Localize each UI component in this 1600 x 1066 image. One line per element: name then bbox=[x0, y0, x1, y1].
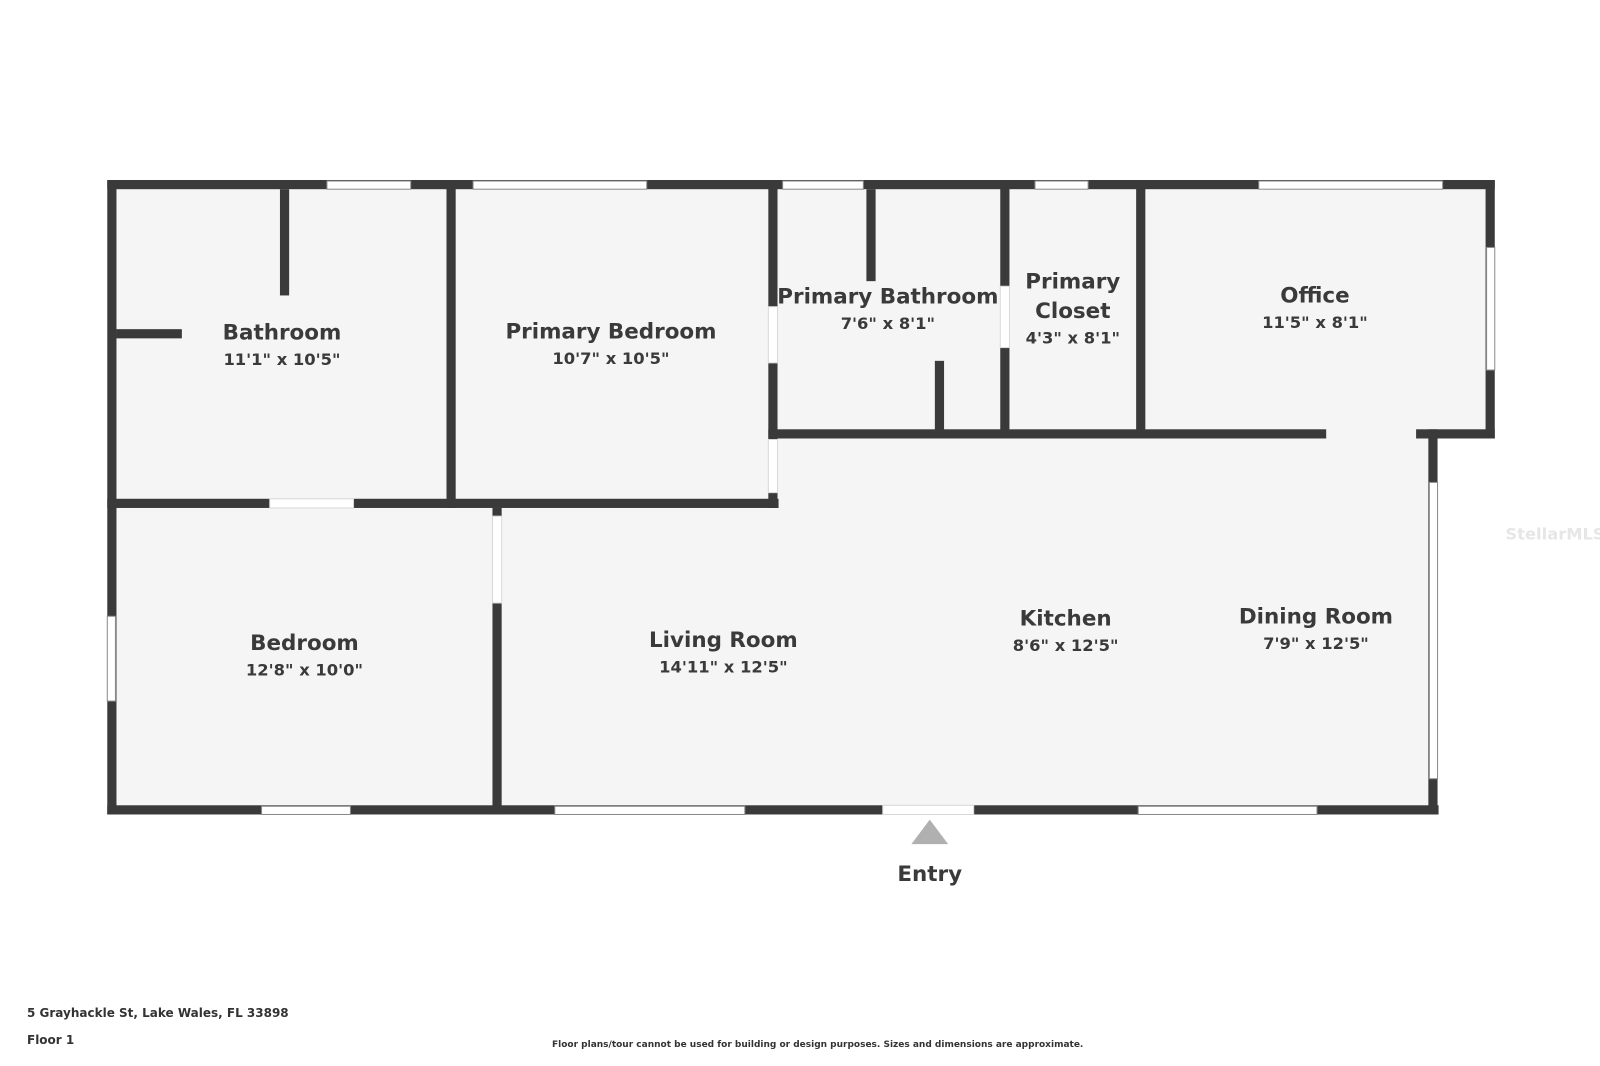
room-name: Bedroom bbox=[250, 631, 359, 656]
floor-label: Floor 1 bbox=[27, 1033, 75, 1047]
room-dimensions: 7'6" x 8'1" bbox=[841, 314, 935, 333]
room-bathroom: Bathroom 11'1" x 10'5" bbox=[223, 320, 342, 369]
room-bedroom: Bedroom 12'8" x 10'0" bbox=[246, 631, 363, 680]
room-dimensions: 7'9" x 12'5" bbox=[1263, 634, 1369, 653]
room-name: Bathroom bbox=[223, 320, 342, 345]
entry-door-opening bbox=[882, 804, 975, 815]
disclaimer: Floor plans/tour cannot be used for buil… bbox=[552, 1040, 1084, 1050]
room-name: Office bbox=[1280, 284, 1349, 309]
room-office: Office 11'5" x 8'1" bbox=[1262, 284, 1368, 333]
door-openings bbox=[269, 285, 1010, 604]
room-dimensions: 11'5" x 8'1" bbox=[1262, 313, 1368, 332]
room-dining-room: Dining Room 7'9" x 12'5" bbox=[1239, 604, 1393, 653]
floor-area bbox=[112, 184, 1492, 811]
room-name: Primary Bathroom bbox=[777, 285, 998, 310]
entry-arrow-icon bbox=[911, 819, 949, 845]
room-primary-bedroom: Primary Bedroom 10'7" x 10'5" bbox=[505, 319, 716, 368]
room-living-room: Living Room 14'11" x 12'5" bbox=[649, 628, 798, 677]
room-kitchen: Kitchen 8'6" x 12'5" bbox=[1013, 606, 1119, 655]
room-name: Primary Bedroom bbox=[505, 319, 716, 344]
room-name: Kitchen bbox=[1020, 606, 1112, 631]
room-dimensions: 14'11" x 12'5" bbox=[659, 657, 787, 676]
windows bbox=[106, 180, 1496, 815]
room-dimensions: 11'1" x 10'5" bbox=[223, 350, 340, 369]
room-dimensions: 4'3" x 8'1" bbox=[1026, 328, 1120, 347]
room-dimensions: 8'6" x 12'5" bbox=[1013, 636, 1119, 655]
room-name: Primary bbox=[1025, 269, 1120, 294]
room-dimensions: 10'7" x 10'5" bbox=[552, 349, 669, 368]
watermark: StellarMLS bbox=[1505, 525, 1600, 544]
room-name: Dining Room bbox=[1239, 604, 1393, 629]
room-name: Living Room bbox=[649, 628, 798, 653]
room-primary-bathroom: Primary Bathroom 7'6" x 8'1" bbox=[777, 285, 998, 334]
address-label: 5 Grayhackle St, Lake Wales, FL 33898 bbox=[27, 1006, 289, 1020]
room-primary-closet: Primary Closet 4'3" x 8'1" bbox=[1025, 269, 1120, 347]
room-dimensions: 12'8" x 10'0" bbox=[246, 661, 363, 680]
room-name: Closet bbox=[1035, 299, 1110, 324]
entry-label: Entry bbox=[897, 862, 962, 887]
